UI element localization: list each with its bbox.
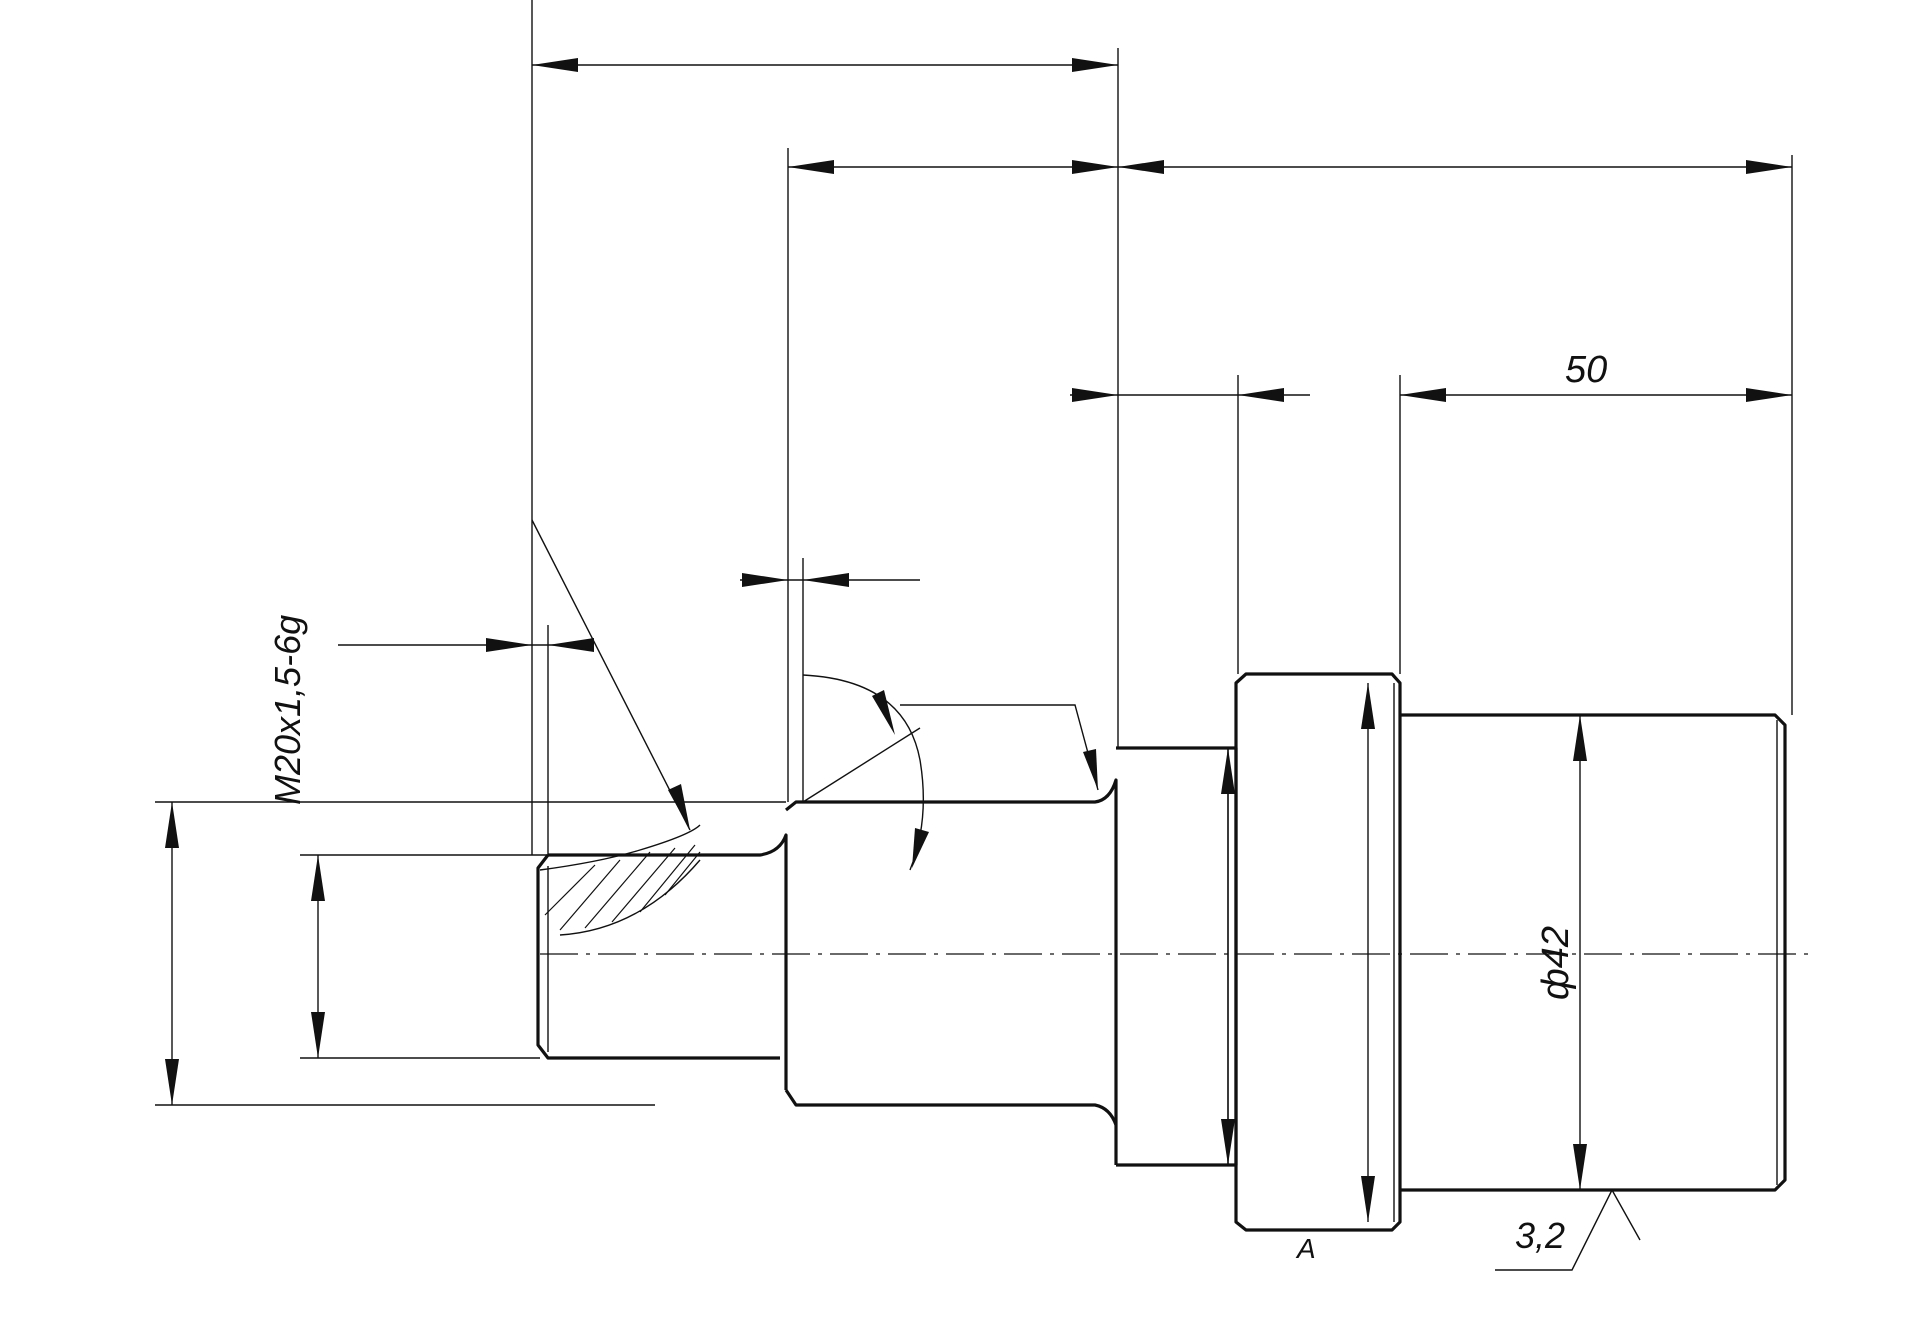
length-50-label: 50 — [1565, 349, 1607, 391]
surface-roughness-symbol: 3,2 — [1495, 1188, 1641, 1271]
roughness-value: 3,2 — [1515, 1215, 1565, 1256]
diameter-42-label: ф42 — [1535, 926, 1577, 1000]
arrowheads — [165, 58, 1792, 1222]
shaft-outline — [536, 672, 1787, 1232]
datum-marker: A — [1295, 1233, 1316, 1264]
thread-section-hatch — [539, 824, 701, 936]
dimension-lines — [171, 64, 1792, 1222]
thread-callout: M20x1,5-6g — [267, 615, 308, 805]
